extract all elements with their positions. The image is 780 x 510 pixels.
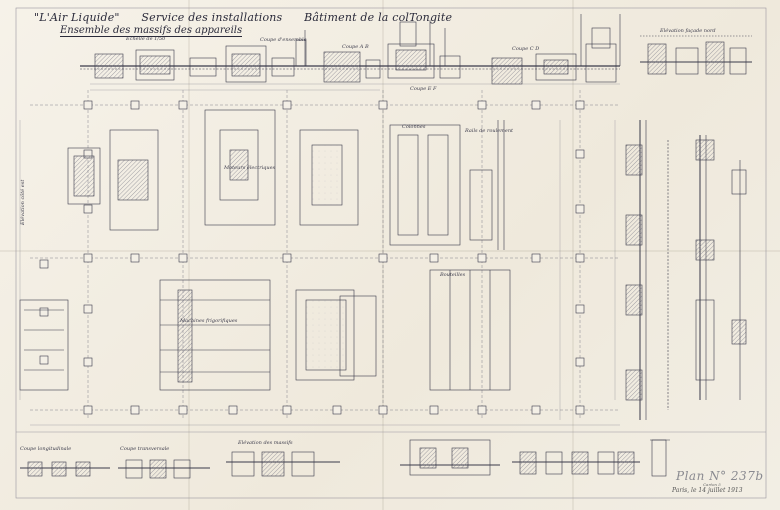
dimension-lines: [19, 83, 620, 426]
service-name: Service des installations: [141, 11, 283, 24]
drawing-title: "L'Air Liquide" Service des installation…: [34, 11, 452, 24]
label-elevation-left: Elévation côté est: [20, 179, 26, 225]
paper-fold-vertical: [188, 0, 190, 510]
label-elevation-right: Elévation façade nord: [660, 28, 716, 34]
sheet-border: [15, 7, 767, 499]
plan-number: Plan N° 237b: [676, 469, 764, 483]
label-coupe-ab: Coupe A B: [342, 44, 369, 50]
label-coupe-bottom-mid: Coupe transversale: [120, 446, 170, 452]
label-coupe-bottom-left: Coupe longitudinale: [20, 446, 72, 452]
pillar-footings: [39, 100, 585, 415]
label-coupe-ef: Coupe E F: [410, 86, 437, 92]
section-top: [80, 14, 621, 85]
paper-fold-horizontal: [0, 250, 780, 252]
elevation-right-columns: [625, 120, 747, 420]
label-moteurs: Moteurs électriques: [224, 165, 276, 171]
company-name: "L'Air Liquide": [34, 11, 120, 24]
label-coupe-cd: Coupe C D: [512, 46, 540, 52]
plan-date: Paris, le 14 juillet 1913: [672, 487, 743, 494]
elevation-top-right: [640, 35, 752, 75]
plan-carton: Carton 5: [703, 482, 721, 487]
bottom-sections: [16, 431, 766, 479]
label-coupe-top: Coupe d'ensemble: [260, 37, 307, 43]
label-machines: Machines frigorifiques: [180, 318, 238, 324]
label-rails: Rails de roulement: [465, 128, 514, 134]
label-elevation-bottom: Elévation des massifs: [238, 440, 293, 446]
drawing-subtitle: Ensemble des massifs des appareils: [60, 25, 243, 37]
building-name: Bâtiment de la colTongite: [304, 11, 453, 24]
label-colonnes: Colonnes: [402, 124, 426, 130]
plan-grid-lines: [30, 90, 620, 420]
label-bouteilles: Bouteilles: [440, 272, 466, 278]
paper-fold-vertical: [572, 0, 574, 510]
label-echelle: Echelle de 1/50: [126, 36, 166, 42]
machine-foundations: [19, 109, 511, 391]
